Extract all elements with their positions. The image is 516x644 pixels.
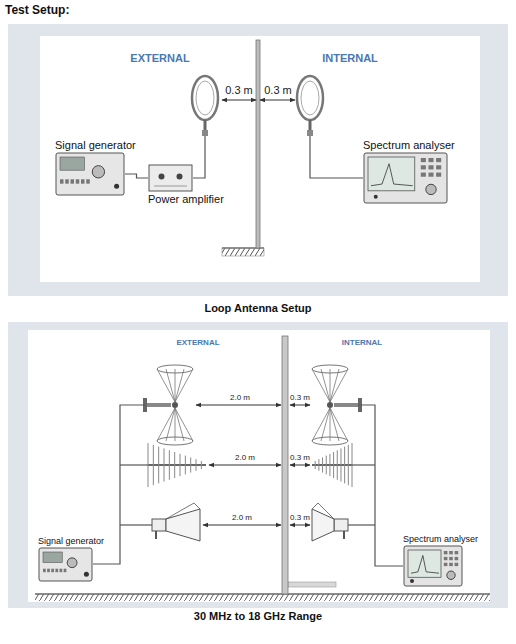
figure-panel: Loop Antenna Setup Signal generatorPower … bbox=[8, 24, 508, 320]
side-label: INTERNAL bbox=[342, 338, 382, 347]
amplifier-instrument: Power amplifier bbox=[148, 164, 224, 206]
side-label: EXTERNAL bbox=[130, 52, 189, 65]
instrument-drawing bbox=[55, 152, 125, 196]
loop-antenna-illustration bbox=[192, 40, 363, 256]
generator-instrument: Signal generator bbox=[38, 536, 104, 582]
figure-panel: 30 MHz to 18 GHz Range Signal generator Sp… bbox=[8, 322, 508, 628]
figure-caption: Loop Antenna Setup bbox=[8, 302, 508, 314]
instrument-label: Spectrum analyser bbox=[363, 138, 455, 152]
instrument-drawing bbox=[363, 152, 448, 204]
distance-label: 0.3 m bbox=[290, 453, 310, 462]
instrument-label: Spectrum analyser bbox=[403, 534, 478, 545]
distance-label: 0.3 m bbox=[225, 84, 253, 97]
distance-label: 0.3 m bbox=[290, 513, 310, 522]
instrument-drawing bbox=[403, 545, 463, 587]
distance-label: 0.3 m bbox=[264, 84, 292, 97]
distance-label: 2.0 m bbox=[232, 513, 252, 522]
instrument-label: Signal generator bbox=[38, 536, 104, 547]
panel-backgrounds bbox=[8, 24, 508, 608]
instrument-label: Signal generator bbox=[55, 138, 136, 152]
page-title: Test Setup: bbox=[5, 3, 69, 17]
analyser-instrument: Spectrum analyser bbox=[403, 534, 478, 587]
generator-instrument: Signal generator bbox=[55, 138, 136, 196]
figure-caption: 30 MHz to 18 GHz Range bbox=[8, 610, 508, 622]
analyser-instrument: Spectrum analyser bbox=[363, 138, 455, 204]
instrument-label: Power amplifier bbox=[148, 192, 224, 206]
cable bbox=[125, 174, 148, 178]
distance-label: 2.0 m bbox=[230, 393, 250, 402]
instrument-drawing bbox=[148, 164, 193, 192]
wideband-antenna-illustration bbox=[35, 336, 490, 601]
distance-label: 0.3 m bbox=[290, 393, 310, 402]
side-label: EXTERNAL bbox=[176, 338, 219, 347]
side-label: INTERNAL bbox=[322, 52, 378, 65]
distance-label: 2.0 m bbox=[235, 453, 255, 462]
instrument-drawing bbox=[38, 547, 93, 582]
